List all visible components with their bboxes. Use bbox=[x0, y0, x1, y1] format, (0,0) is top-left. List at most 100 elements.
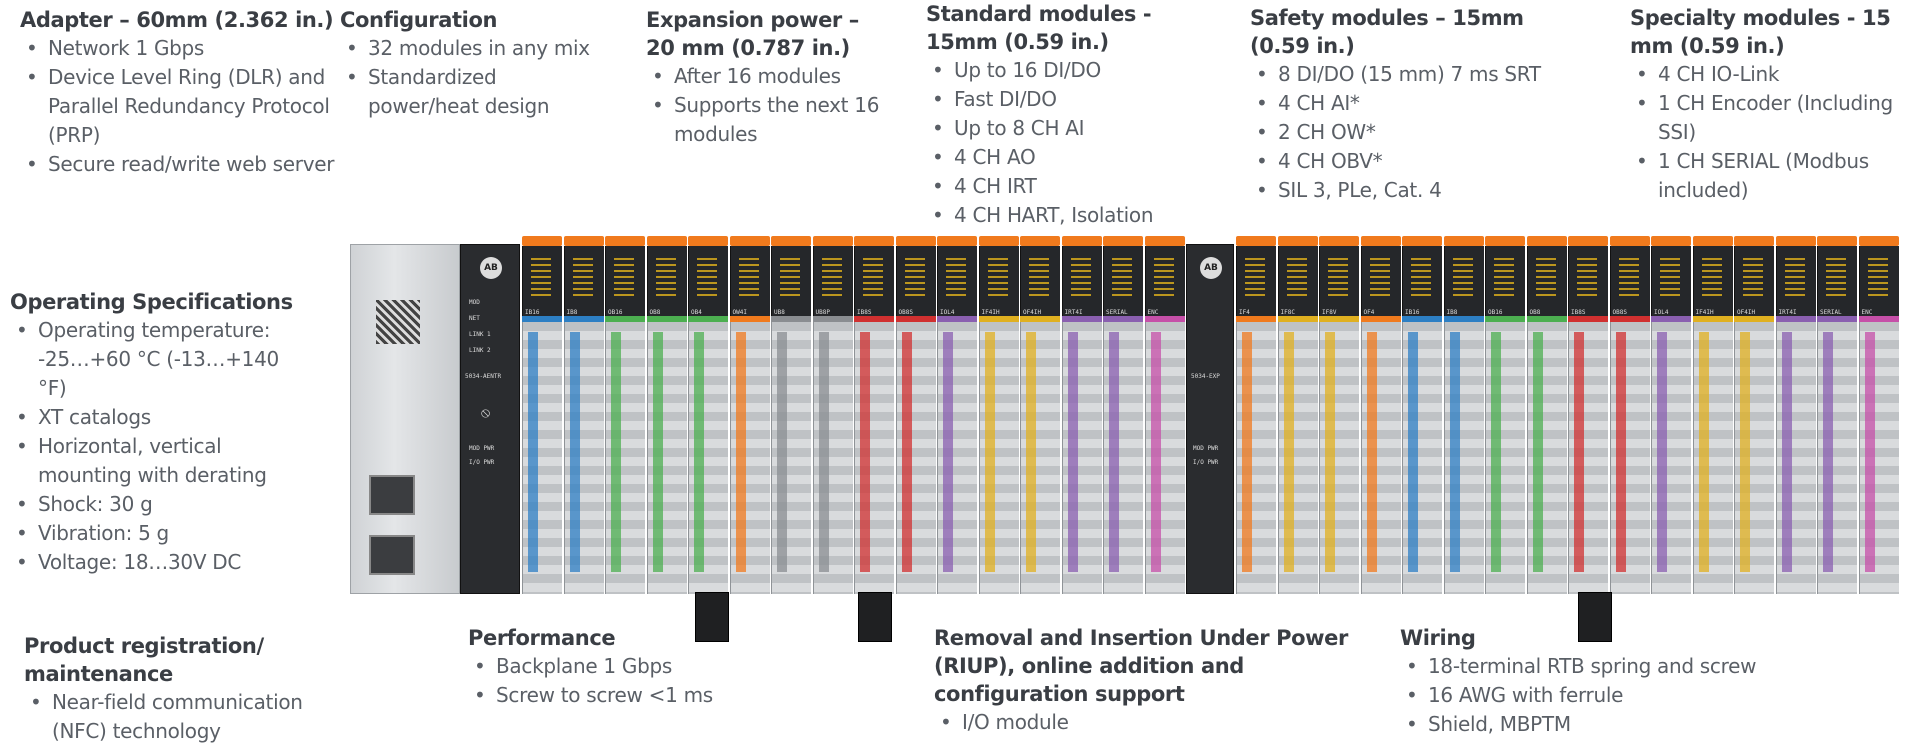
status-led-icons bbox=[1112, 258, 1132, 298]
module-color-stripe bbox=[1609, 316, 1650, 322]
status-led-icons bbox=[1660, 258, 1680, 298]
io-module: OB8 bbox=[1526, 236, 1567, 594]
standard-item: Up to 16 DI/DO bbox=[926, 56, 1226, 85]
nfc-icon: ⦸ bbox=[481, 405, 491, 421]
io-module: ENC bbox=[1144, 236, 1185, 594]
io-module: OF4 bbox=[1360, 236, 1401, 594]
module-label: IOL4 bbox=[940, 309, 955, 316]
status-led-icons bbox=[1618, 258, 1639, 298]
status-led-icons bbox=[904, 258, 925, 298]
wiring-label-strip bbox=[1325, 332, 1335, 572]
riup-item: I/O module bbox=[934, 708, 1354, 737]
io-module: UB8P bbox=[812, 236, 853, 594]
configuration-block: Configuration 32 modules in any mix Stan… bbox=[340, 6, 610, 121]
module-color-stripe bbox=[1360, 316, 1401, 322]
io-module: ENC bbox=[1858, 236, 1899, 594]
wiring-label-strip bbox=[777, 332, 787, 572]
status-led-icons bbox=[1452, 258, 1473, 298]
module-latch bbox=[1692, 236, 1733, 246]
module-head bbox=[563, 246, 604, 316]
module-color-stripe bbox=[1734, 316, 1774, 322]
module-head bbox=[1817, 246, 1857, 316]
module-color-stripe bbox=[1817, 316, 1857, 322]
adapter-item: Secure read/write web server bbox=[20, 150, 340, 179]
standard-title: Standard modules - 15mm (0.59 in.) bbox=[926, 2, 1152, 54]
module-latch bbox=[895, 236, 936, 246]
adapter-item: Network 1 Gbps bbox=[20, 34, 340, 63]
adapter-item: Device Level Ring (DLR) and Parallel Red… bbox=[20, 63, 340, 150]
module-latch bbox=[1061, 236, 1102, 246]
module-label: OB8S bbox=[1612, 309, 1627, 316]
wiring-label-strip bbox=[1283, 332, 1294, 572]
io-module: IOL4 bbox=[1651, 236, 1691, 594]
performance-item: Backplane 1 Gbps bbox=[468, 652, 788, 681]
status-led-icons bbox=[946, 258, 966, 298]
status-led-icons bbox=[987, 258, 1008, 298]
status-led-icons bbox=[572, 258, 593, 298]
module-label: IF8V bbox=[1322, 309, 1337, 316]
status-label-iopwr: I/O PWR bbox=[1193, 459, 1219, 466]
module-color-stripe bbox=[1692, 316, 1733, 322]
module-label: ENC bbox=[1147, 309, 1159, 316]
module-latch bbox=[1775, 236, 1816, 246]
module-color-stripe bbox=[1319, 316, 1359, 322]
din-rail-clip bbox=[858, 592, 892, 642]
io-module: SERIAL bbox=[1103, 236, 1143, 594]
module-color-stripe bbox=[812, 316, 853, 322]
standard-item: 4 CH AO bbox=[926, 143, 1226, 172]
wiring-label-strip bbox=[1657, 332, 1667, 572]
operating-item: Horizontal, vertical mounting with derat… bbox=[10, 432, 310, 490]
module-label: IOL4 bbox=[1654, 309, 1669, 316]
status-led-icons bbox=[614, 258, 634, 298]
wiring-label-strip bbox=[1026, 332, 1036, 572]
operating-item: XT catalogs bbox=[10, 403, 310, 432]
din-rail-clip bbox=[695, 592, 729, 642]
operating-item: Operating temperature: -25…+60 °C (-13…+… bbox=[10, 316, 310, 403]
io-module: IF4IH bbox=[978, 236, 1019, 594]
io-system-illustration: AB MOD NET LINK 1 LINK 2 5034-AENTR ⦸ MO… bbox=[350, 230, 1917, 642]
module-head bbox=[688, 246, 728, 316]
wiring-label-strip bbox=[984, 332, 995, 572]
module-color-stripe bbox=[729, 316, 770, 322]
operating-title: Operating Specifications bbox=[10, 290, 293, 314]
status-led-icons bbox=[1535, 258, 1556, 298]
specialty-item: 1 CH SERIAL (Modbus included) bbox=[1630, 147, 1900, 205]
module-color-stripe bbox=[1568, 316, 1608, 322]
module-color-stripe bbox=[1061, 316, 1102, 322]
module-head bbox=[1020, 246, 1060, 316]
status-label-mod: MOD bbox=[469, 299, 480, 306]
wiring-label-strip bbox=[1242, 332, 1252, 572]
expansion-catalog-label: 5034-EXP bbox=[1191, 373, 1220, 380]
module-color-stripe bbox=[1020, 316, 1060, 322]
wiring-label-strip bbox=[1864, 332, 1875, 572]
wiring-label-strip bbox=[569, 332, 580, 572]
module-latch bbox=[646, 236, 687, 246]
safety-item: 4 CH OBV* bbox=[1250, 147, 1550, 176]
module-color-stripe bbox=[688, 316, 728, 322]
io-module: IOL4 bbox=[937, 236, 977, 594]
io-module: OF4IH bbox=[1020, 236, 1060, 594]
adapter-block: Adapter – 60mm (2.362 in.) Network 1 Gbp… bbox=[20, 6, 340, 179]
module-head bbox=[978, 246, 1019, 316]
module-latch bbox=[1103, 236, 1143, 246]
module-label: IF8C bbox=[1280, 309, 1295, 316]
module-label: OF4IH bbox=[1023, 309, 1042, 316]
module-label: OB4 bbox=[691, 309, 702, 316]
status-led-icons bbox=[1867, 258, 1888, 298]
safety-block: Safety modules – 15mm (0.59 in.) 8 DI/DO… bbox=[1250, 4, 1550, 205]
status-led-icons bbox=[1743, 258, 1763, 298]
riup-block: Removal and Insertion Under Power (RIUP)… bbox=[934, 624, 1354, 737]
wiring-label-strip bbox=[1574, 332, 1584, 572]
wiring-item: Shield, MBPTM bbox=[1400, 710, 1860, 739]
wiring-label-strip bbox=[901, 332, 912, 572]
safety-item: 2 CH OW* bbox=[1250, 118, 1550, 147]
wiring-label-strip bbox=[735, 332, 746, 572]
io-module: OB8S bbox=[1609, 236, 1650, 594]
io-module: IB8S bbox=[854, 236, 894, 594]
module-label: ENC bbox=[1861, 309, 1873, 316]
io-module: OB4 bbox=[688, 236, 728, 594]
safety-title: Safety modules – 15mm (0.59 in.) bbox=[1250, 6, 1524, 58]
module-color-stripe bbox=[522, 316, 562, 322]
io-module: SERIAL bbox=[1817, 236, 1857, 594]
module-latch bbox=[1319, 236, 1359, 246]
